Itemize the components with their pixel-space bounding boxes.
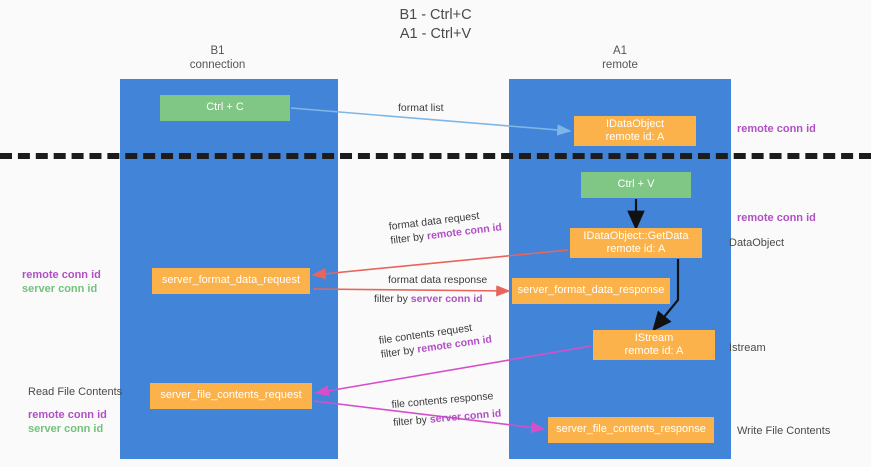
node-ctrl-v[interactable]: Ctrl + V — [581, 172, 691, 198]
annotation-read-file-contents: Read File Contents — [28, 386, 123, 398]
node-server-format-data-response[interactable]: server_format_data_response — [512, 278, 670, 304]
column-header-b1-role: connection — [189, 59, 246, 71]
annotation-write-file-contents: Write File Contents — [737, 425, 831, 437]
node-server-file-contents-response[interactable]: server_file_contents_response — [548, 417, 714, 443]
column-header-b1: B1 connection — [155, 44, 280, 72]
node-idataobject-label: IDataObject — [605, 117, 665, 130]
node-server-file-contents-response-label: server_file_contents_response — [556, 423, 706, 436]
node-istream-label: IStream — [634, 331, 674, 344]
annotation-remote-conn-id-mid: remote conn id — [737, 212, 816, 224]
filter-prefix: filter by — [374, 293, 411, 305]
node-idataobject[interactable]: IDataObject remote id: A — [574, 116, 696, 146]
edge-label-format-data-response: format data response filter by server co… — [374, 273, 487, 306]
node-ctrl-c[interactable]: Ctrl + C — [160, 95, 290, 121]
edge-getdata-to-istream — [652, 259, 680, 332]
node-istream-sublabel: remote id: A — [624, 345, 684, 357]
annotation-left-remote-conn-id: remote conn id — [22, 269, 101, 281]
annotation-left-conn-ids-upper: remote conn id server conn id — [22, 268, 101, 296]
annotation-remote-conn-id-top: remote conn id — [737, 123, 816, 135]
node-getdata-label: IDataObject::GetData — [583, 229, 689, 242]
annotation-dataobject: DataObject — [729, 237, 785, 249]
edge-file-contents-request — [314, 345, 592, 397]
annotation-left2-server-conn-id: server conn id — [28, 423, 104, 435]
node-istream[interactable]: IStream remote id: A — [593, 330, 715, 360]
node-server-format-data-request-label: server_format_data_request — [161, 274, 301, 287]
node-ctrl-v-label: Ctrl + V — [617, 178, 655, 191]
page-title: B1 - Ctrl+C A1 - Ctrl+V — [0, 6, 871, 44]
title-line-1: B1 - Ctrl+C — [399, 7, 472, 23]
annotation-left2-remote-conn-id: remote conn id — [28, 409, 107, 421]
edge-label-format-list: format list — [398, 101, 444, 115]
node-server-file-contents-request[interactable]: server_file_contents_request — [150, 383, 312, 409]
column-header-a1-name: A1 — [612, 45, 628, 57]
annotation-left-conn-ids-lower: Read File Contents remote conn id server… — [28, 385, 122, 436]
node-idataobject-getdata[interactable]: IDataObject::GetData remote id: A — [570, 228, 702, 258]
title-line-2: A1 - Ctrl+V — [399, 26, 472, 42]
annotation-istream: Istream — [729, 342, 766, 354]
column-header-a1-role: remote — [602, 59, 638, 71]
column-header-a1: A1 remote — [555, 44, 685, 72]
edge-format-list — [290, 107, 572, 136]
node-server-file-contents-request-label: server_file_contents_request — [160, 389, 302, 402]
section-divider — [0, 153, 871, 159]
edge-format-data-request — [311, 249, 569, 280]
annotation-left-server-conn-id: server conn id — [22, 283, 98, 295]
node-ctrl-c-label: Ctrl + C — [206, 101, 244, 114]
filter-key: server conn id — [410, 293, 483, 305]
node-idataobject-sublabel: remote id: A — [605, 131, 665, 143]
filter-prefix: filter by — [392, 413, 431, 429]
node-getdata-sublabel: remote id: A — [606, 243, 666, 255]
edge-format-data-response — [312, 285, 511, 297]
node-server-format-data-request[interactable]: server_format_data_request — [152, 268, 310, 294]
edge-label-format-list-text: format list — [398, 102, 444, 114]
edge-label-format-data-response-text: format data response — [388, 274, 488, 286]
column-header-b1-name: B1 — [210, 45, 225, 57]
node-server-format-data-response-label: server_format_data_response — [517, 284, 665, 297]
edge-label-format-data-response-filter: filter by server conn id — [374, 287, 487, 306]
edge-file-contents-response — [313, 400, 546, 434]
